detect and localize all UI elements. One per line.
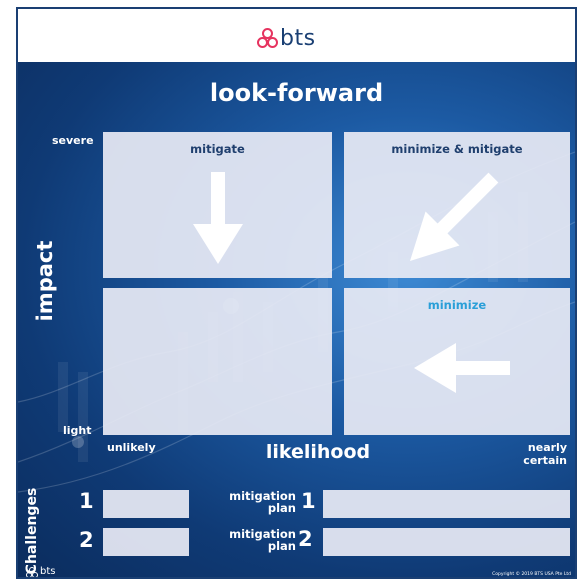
quadrant-bottom-left <box>103 288 332 435</box>
impact-light-label: light <box>63 424 92 437</box>
footer-logo-dots-icon <box>26 566 38 577</box>
footer-logo: bts <box>26 566 55 577</box>
likelihood-nearly-certain-label: nearly certain <box>523 441 567 467</box>
mitigation-plan-1-label: mitigation plan <box>216 490 296 514</box>
nearly-certain-line-1: nearly <box>527 441 567 454</box>
quadrant-bottom-right: minimize <box>344 288 570 435</box>
nearly-certain-line-2: certain <box>523 454 567 467</box>
poster-frame: bts <box>16 7 577 579</box>
likelihood-unlikely-label: unlikely <box>107 441 156 454</box>
quadrant-top-right-label: minimize & mitigate <box>391 142 523 156</box>
poster-title: look-forward <box>209 79 384 107</box>
copyright-notice: Copyright © 2019 BTS USA Pte Ltd <box>492 572 571 577</box>
challenges-label: Challenges <box>24 487 40 575</box>
mitigation-number-1: 1 <box>301 489 316 513</box>
impact-severe-label: severe <box>52 134 94 147</box>
bts-logo: bts <box>257 25 316 51</box>
mitigation-number-2: 2 <box>298 527 313 551</box>
mitigation-plan-2-field[interactable] <box>323 528 570 556</box>
brand-name: bts <box>280 25 316 51</box>
challenge-1-field[interactable] <box>103 490 189 518</box>
mitigation-plan-2-line-1: mitigation <box>229 527 296 541</box>
quadrant-top-left-label: mitigate <box>190 142 245 156</box>
quadrant-top-right: minimize & mitigate <box>344 132 570 278</box>
likelihood-axis-label: likelihood <box>265 441 371 463</box>
mitigation-plan-1-field[interactable] <box>323 490 570 518</box>
impact-axis-label: impact <box>33 240 57 322</box>
arrow-down-icon <box>193 172 243 264</box>
arrow-down-left-icon <box>409 172 499 262</box>
mitigation-plan-1-line-1: mitigation <box>229 489 296 503</box>
footer-brand-name: bts <box>40 566 56 577</box>
header-bar: bts <box>18 9 575 62</box>
challenge-2-field[interactable] <box>103 528 189 556</box>
mitigation-plan-2-label: mitigation plan <box>216 528 296 552</box>
mitigation-plan-2-line-2: plan <box>267 539 296 553</box>
look-forward-poster: look-forward mitigate minimize & mitigat… <box>18 62 575 577</box>
logo-dots-icon <box>257 28 278 48</box>
quadrant-top-left: mitigate <box>103 132 332 278</box>
challenge-number-1: 1 <box>79 489 94 513</box>
arrow-left-icon <box>414 343 510 393</box>
quadrant-bottom-right-label: minimize <box>427 298 487 312</box>
mitigation-plan-1-line-2: plan <box>267 501 296 515</box>
challenge-number-2: 2 <box>79 528 94 552</box>
